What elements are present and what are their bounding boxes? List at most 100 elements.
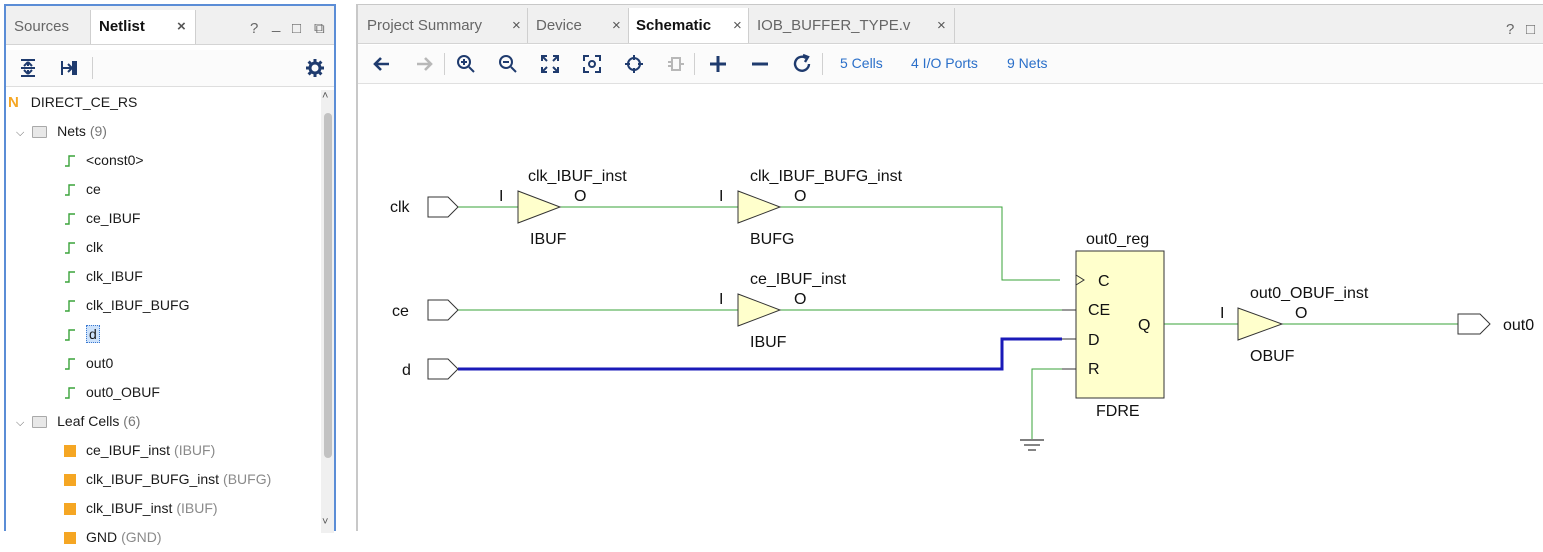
io-ports-count-link[interactable]: 4 I/O Ports: [911, 55, 978, 71]
port-d-icon[interactable]: [427, 358, 459, 380]
cells-count-link[interactable]: 5 Cells: [840, 55, 883, 71]
close-icon[interactable]: ×: [937, 17, 946, 34]
net-label: ce: [86, 181, 101, 197]
zoom-area-icon[interactable]: [580, 52, 604, 76]
help-icon[interactable]: ?: [250, 20, 259, 37]
buffer-ce-ibuf-icon[interactable]: [737, 293, 782, 327]
tab-sources[interactable]: Sources: [14, 10, 94, 44]
cell-type-clk-ibuf: IBUF: [530, 231, 567, 248]
cell-name-out0-obuf: out0_OBUF_inst: [1250, 285, 1369, 302]
tab-schematic[interactable]: Schematic ×: [629, 8, 749, 43]
net-d-highlighted[interactable]: [458, 337, 1062, 371]
buffer-clk-ibuf-icon[interactable]: [517, 190, 562, 224]
forward-icon[interactable]: [412, 52, 436, 76]
chevron-down-icon[interactable]: ⌵: [16, 127, 25, 139]
nets-count-link[interactable]: 9 Nets: [1007, 55, 1048, 71]
net-clk-ibuf-bufg[interactable]: [780, 206, 1060, 281]
tree-nets-group[interactable]: ⌵ Nets (9): [16, 117, 107, 146]
net-list-item[interactable]: d: [64, 320, 100, 349]
cell-type-clk-bufg: BUFG: [750, 231, 794, 248]
maximize-icon[interactable]: □: [292, 20, 302, 37]
tree-root[interactable]: N DIRECT_CE_RS: [8, 88, 137, 117]
leaf-cell-name: ce_IBUF_inst: [86, 442, 171, 458]
leaf-cell-item[interactable]: GND(GND): [64, 523, 162, 552]
toolbar-separator: [694, 53, 695, 75]
port-clk-icon[interactable]: [427, 196, 459, 218]
leaf-cell-name: clk_IBUF_inst: [86, 500, 173, 516]
tab-label: Project Summary: [367, 17, 483, 34]
net-const0[interactable]: [1031, 368, 1062, 439]
pin-label: O: [1295, 305, 1307, 322]
buffer-out0-obuf-icon[interactable]: [1237, 307, 1284, 341]
net-label: clk_IBUF: [86, 268, 143, 284]
expand-icon[interactable]: [706, 52, 730, 76]
cell-view-icon[interactable]: [664, 52, 688, 76]
maximize-icon[interactable]: □: [1526, 21, 1536, 38]
net-list-item[interactable]: clk_IBUF: [64, 262, 143, 291]
close-icon[interactable]: ×: [612, 17, 621, 34]
tree-leaf-cells-group[interactable]: ⌵ Leaf Cells (6): [16, 407, 140, 436]
refresh-icon[interactable]: [790, 52, 814, 76]
net-icon: [65, 155, 75, 167]
expand-all-icon[interactable]: [60, 58, 80, 78]
leaf-cell-item[interactable]: clk_IBUF_BUFG_inst(BUFG): [64, 465, 271, 494]
tab-iob-buffer-type[interactable]: IOB_BUFFER_TYPE.v ×: [749, 8, 955, 43]
leaf-cell-item[interactable]: ce_IBUF_inst(IBUF): [64, 436, 215, 465]
tab-device[interactable]: Device ×: [528, 8, 629, 43]
scroll-down-icon[interactable]: ˅: [322, 516, 329, 528]
net-icon: [65, 213, 75, 225]
collapse-all-icon[interactable]: [18, 58, 38, 78]
collapse-icon[interactable]: [748, 52, 772, 76]
leaf-cell-name: GND: [86, 529, 118, 545]
net-label: clk_IBUF_BUFG: [86, 297, 190, 313]
net-list-item[interactable]: clk: [64, 233, 103, 262]
port-ce-label: ce: [392, 303, 409, 320]
port-ce-icon[interactable]: [427, 299, 459, 321]
port-out0-icon[interactable]: [1457, 313, 1491, 335]
buffer-clk-bufg-icon[interactable]: [737, 190, 782, 224]
net-list-item[interactable]: ce_IBUF: [64, 204, 140, 233]
net-icon: [65, 329, 75, 341]
pin-label: O: [794, 291, 806, 308]
leaf-cell-icon: [64, 503, 76, 516]
net-list-item[interactable]: out0: [64, 349, 113, 378]
flipflop-out0-reg[interactable]: [1075, 250, 1165, 399]
net-icon: [65, 387, 75, 399]
zoom-fit-icon[interactable]: [538, 52, 562, 76]
leaf-cell-type: (IBUF): [176, 500, 218, 516]
pin-label-d: D: [1088, 332, 1100, 349]
net-icon: [65, 242, 75, 254]
gear-icon[interactable]: [306, 59, 324, 77]
leaf-cell-item[interactable]: clk_IBUF_inst(IBUF): [64, 494, 218, 523]
float-icon[interactable]: ⧉: [314, 20, 325, 37]
net-icon: [65, 358, 75, 370]
net-list-item[interactable]: ce: [64, 175, 101, 204]
net-list-item[interactable]: clk_IBUF_BUFG: [64, 291, 189, 320]
leaf-cell-type: (IBUF): [174, 442, 216, 458]
crosshair-icon[interactable]: [622, 52, 646, 76]
pin-label: I: [499, 188, 503, 205]
net-label: <const0>: [86, 152, 144, 168]
net-list-item[interactable]: <const0>: [64, 146, 144, 175]
close-icon[interactable]: ×: [177, 18, 186, 35]
net-list-item[interactable]: out0_OBUF: [64, 378, 160, 407]
close-icon[interactable]: ×: [512, 17, 521, 34]
pin-stubs: [1062, 309, 1076, 370]
scroll-up-icon[interactable]: ˄: [322, 90, 329, 102]
minimize-icon[interactable]: _: [272, 16, 281, 33]
zoom-in-icon[interactable]: [454, 52, 478, 76]
tab-project-summary[interactable]: Project Summary ×: [358, 8, 528, 43]
pin-label: I: [719, 291, 723, 308]
schematic-canvas[interactable]: clk ce d out0 clk_IBUF_inst I O IBUF clk…: [360, 87, 1543, 527]
pin-label: I: [1220, 305, 1224, 322]
chevron-down-icon[interactable]: ⌵: [16, 417, 25, 429]
close-icon[interactable]: ×: [733, 17, 742, 34]
scrollbar-thumb[interactable]: [324, 113, 332, 458]
zoom-out-icon[interactable]: [496, 52, 520, 76]
tab-label: Schematic: [636, 17, 712, 34]
leaf-cell-type: (GND): [121, 529, 162, 545]
help-icon[interactable]: ?: [1506, 21, 1515, 38]
cell-type-out0-reg: FDRE: [1096, 403, 1140, 420]
back-icon[interactable]: [370, 52, 394, 76]
tab-netlist[interactable]: Netlist ×: [90, 10, 196, 44]
